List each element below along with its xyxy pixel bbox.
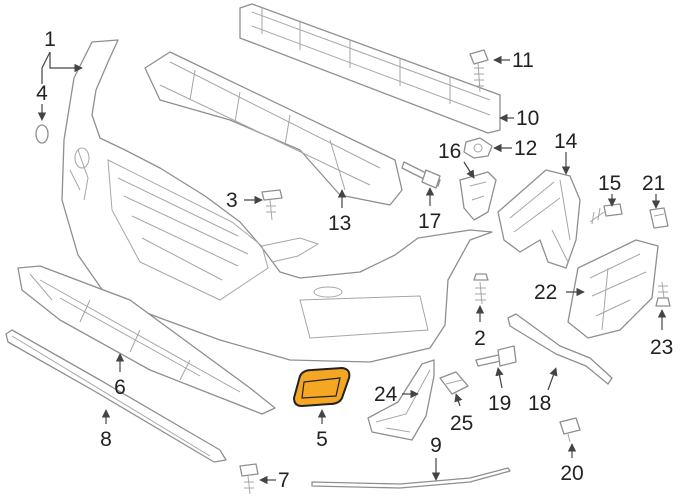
callout-18: 18 [528, 392, 551, 415]
bolt-2-part [473, 273, 489, 305]
clip-17-part [401, 161, 441, 189]
callout-15: 15 [598, 172, 621, 195]
fog-lamp-cover-highlight [292, 366, 351, 408]
callout-22: 22 [534, 281, 557, 304]
clip-4-part [35, 124, 49, 144]
callout-9: 9 [430, 434, 442, 457]
callout-14: 14 [554, 130, 578, 153]
bracket-24-part [367, 359, 435, 441]
callout-11: 11 [512, 49, 534, 72]
bolt-11-part [469, 49, 489, 93]
impact-bar-part [239, 3, 501, 134]
callout-13: 13 [328, 212, 351, 235]
callout-2: 2 [474, 327, 486, 350]
lower-trim-part [5, 329, 227, 463]
pin-19-part [475, 345, 517, 367]
callout-23: 23 [650, 336, 673, 359]
leader-18 [547, 367, 558, 391]
clip-21-part [649, 207, 669, 229]
leader-lines [37, 51, 667, 485]
support-strip-18-part [507, 313, 613, 385]
callout-16: 16 [438, 140, 461, 163]
callout-5: 5 [316, 428, 328, 451]
callout-3: 3 [226, 189, 238, 212]
callout-19: 19 [488, 392, 511, 415]
callout-1: 1 [44, 28, 56, 51]
callout-7: 7 [278, 469, 290, 492]
callout-8: 8 [100, 428, 112, 451]
leader-1b [41, 51, 51, 84]
lower-guide-part [17, 265, 276, 415]
leader-19 [495, 367, 504, 389]
nut-12-part [463, 137, 493, 159]
callout-17: 17 [418, 210, 441, 233]
callout-10: 10 [516, 107, 539, 130]
clip-25-part [439, 371, 469, 395]
screw-7-part [239, 463, 259, 495]
callout-labels: 1 4 11 10 12 16 14 3 13 17 15 21 22 2 23… [36, 28, 673, 492]
leader-16 [463, 161, 475, 179]
fog-lamp-cover-part [292, 366, 351, 408]
bracket-16-part [459, 171, 497, 221]
callout-6: 6 [114, 376, 126, 399]
bumper-absorber-part [144, 51, 403, 206]
bolt-23-part [655, 281, 671, 307]
callout-25: 25 [450, 412, 473, 435]
callout-4: 4 [36, 82, 48, 105]
callout-24: 24 [374, 383, 398, 406]
callout-21: 21 [642, 172, 665, 195]
callout-12: 12 [514, 137, 537, 160]
screw-15-part [589, 203, 623, 225]
leader-1 [49, 52, 83, 73]
side-guide-22-part [567, 239, 659, 339]
bumper-cover-part [61, 39, 493, 363]
moulding-strip-part [311, 467, 511, 489]
mounting-bracket-14-part [497, 169, 581, 269]
callout-20: 20 [560, 462, 583, 485]
leader-25 [454, 393, 463, 407]
screw-20-part [559, 417, 581, 443]
screw-3-part [261, 189, 283, 221]
